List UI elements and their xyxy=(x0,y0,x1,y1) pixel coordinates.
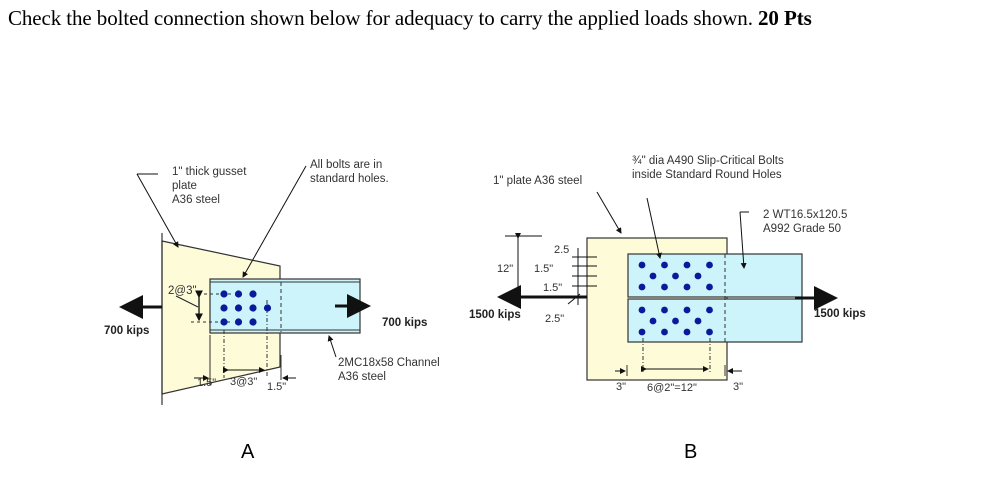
dim-spacing-b: 6@2"=12" xyxy=(647,382,697,394)
bolt xyxy=(649,272,657,280)
question-points: 20 Pts xyxy=(758,6,812,30)
bolt xyxy=(694,272,702,280)
bolt xyxy=(661,283,668,291)
bolts-label-2: inside Standard Round Holes xyxy=(632,169,782,181)
bolt xyxy=(638,261,646,269)
dim-12-b: 12" xyxy=(497,263,513,275)
bolt xyxy=(683,328,691,336)
bolt xyxy=(706,306,713,314)
wt-member-bottom xyxy=(627,298,803,343)
bolt xyxy=(683,283,691,291)
bolt xyxy=(706,328,713,336)
bolt xyxy=(706,283,713,291)
bolt xyxy=(220,318,228,326)
bolt xyxy=(220,304,228,312)
load-left-b: 1500 kips xyxy=(469,309,521,321)
figure-a: 2@3" 700 kips 700 kips 1.5" 3@3" 1.5" 1"… xyxy=(104,159,440,463)
load-left-a: 700 kips xyxy=(104,325,149,337)
question-body: Check the bolted connection shown below … xyxy=(8,6,753,30)
bolt xyxy=(672,272,679,280)
holes-label-1: All bolts are in xyxy=(310,159,382,171)
dim-edge-right-b: 3" xyxy=(733,381,743,393)
bolt xyxy=(234,290,243,298)
bolt xyxy=(683,261,691,269)
gusset-label-3: A36 steel xyxy=(172,194,220,206)
holes-label-2: standard holes. xyxy=(310,173,389,185)
gusset-label-2: plate xyxy=(172,180,197,192)
bolt-group-b xyxy=(638,261,713,336)
dim-mid1-b: 1.5" xyxy=(534,263,553,275)
caption-a: A xyxy=(241,441,255,463)
dim-bot-b: 2.5" xyxy=(545,313,564,325)
bolt xyxy=(249,318,257,326)
caption-b: B xyxy=(684,441,697,463)
plate-label-b: 1" plate A36 steel xyxy=(493,175,582,187)
bolt xyxy=(683,306,691,314)
figure-b: 1500 kips 1500 kips 12" 2.5 1.5" 1.5" 2.… xyxy=(469,155,866,463)
load-right-b: 1500 kips xyxy=(814,308,866,320)
bolt xyxy=(249,290,257,298)
channel-label-1: 2MC18x58 Channel xyxy=(338,357,440,369)
bolt xyxy=(234,318,243,326)
channel-label-2: A36 steel xyxy=(338,371,386,383)
bolt xyxy=(649,317,657,325)
tee-label-2: A992 Grade 50 xyxy=(763,223,841,235)
dim-edge-left-b: 3" xyxy=(616,381,626,393)
wt-member-top xyxy=(627,253,803,298)
bolt xyxy=(638,283,646,291)
bolt xyxy=(661,328,668,336)
dim-spacing-a: 3@3" xyxy=(230,376,257,388)
dim-2at3: 2@3" xyxy=(168,285,197,297)
dim-mid2-b: 1.5" xyxy=(543,282,562,294)
bolt xyxy=(638,306,646,314)
bolt-group-a xyxy=(220,290,272,326)
dim-top-b: 2.5 xyxy=(554,244,569,256)
bolt xyxy=(220,290,228,298)
load-right-a: 700 kips xyxy=(382,317,427,329)
question-text: Check the bolted connection shown below … xyxy=(8,6,812,31)
bolt xyxy=(263,304,272,312)
bolt xyxy=(249,304,257,312)
tee-label-1: 2 WT16.5x120.5 xyxy=(763,209,847,221)
bolt xyxy=(661,306,668,314)
dim-edge-left-a: 1.5" xyxy=(197,377,216,389)
bolt xyxy=(661,261,668,269)
bolts-label-1: ¾" dia A490 Slip-Critical Bolts xyxy=(632,155,784,167)
bolt xyxy=(234,304,243,312)
dim-edge-right-a: 1.5" xyxy=(267,381,286,393)
gusset-label-1: 1" thick gusset xyxy=(172,166,247,178)
bolt xyxy=(706,261,713,269)
bolt xyxy=(672,317,679,325)
bolt xyxy=(638,328,646,336)
bolt xyxy=(694,317,702,325)
